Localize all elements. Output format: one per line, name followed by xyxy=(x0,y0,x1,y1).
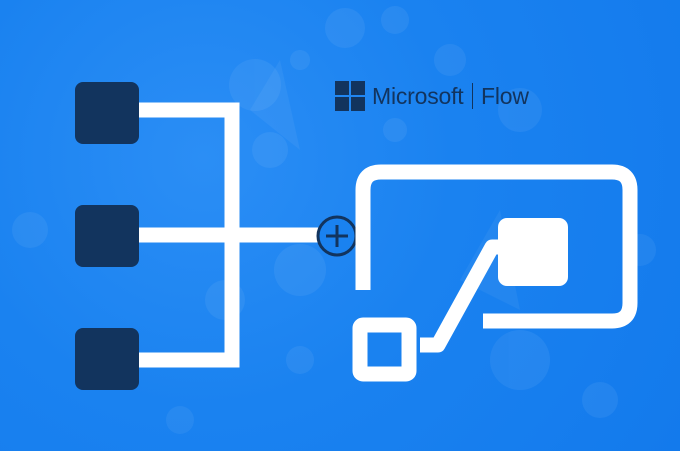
plus-icon xyxy=(316,215,358,257)
flow-small-box xyxy=(352,317,417,382)
node-top xyxy=(75,82,139,144)
flow-big-box xyxy=(498,218,568,286)
windows-logo-icon xyxy=(335,81,365,111)
product-name: Flow xyxy=(481,82,529,109)
node-middle xyxy=(75,205,139,267)
brand-divider xyxy=(471,83,473,109)
connector-lines xyxy=(132,102,322,368)
company-name: Microsoft xyxy=(372,82,464,109)
node-bottom xyxy=(75,328,139,390)
flow-frame xyxy=(355,164,638,329)
trigger-nodes xyxy=(75,82,139,390)
brand-lockup: Microsoft Flow xyxy=(335,81,529,111)
